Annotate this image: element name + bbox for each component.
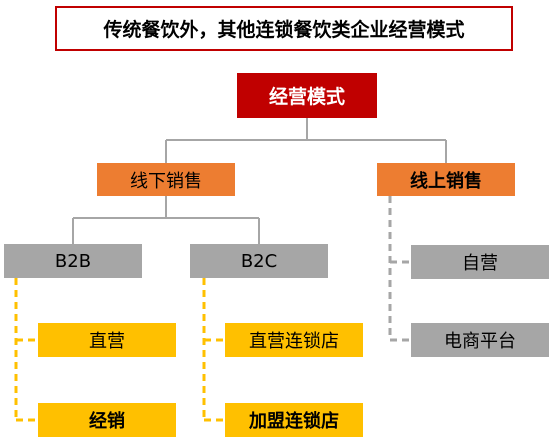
- node-b2b-distribution: 经销: [38, 403, 176, 437]
- node-b2c-direct-chain: 直营连锁店: [225, 323, 363, 357]
- node-ecommerce-platform: 电商平台: [411, 323, 549, 357]
- node-b2b-direct: 直营: [38, 323, 176, 357]
- node-b2c: B2C: [190, 244, 328, 278]
- diagram-title: 传统餐饮外，其他连锁餐饮类企业经营模式: [55, 6, 513, 51]
- node-self-operated-online: 自营: [411, 245, 549, 279]
- root-node-business-model: 经营模式: [237, 73, 377, 118]
- node-b2b: B2B: [4, 244, 142, 278]
- node-offline-sales: 线下销售: [97, 163, 235, 196]
- node-b2c-franchise-chain: 加盟连锁店: [225, 403, 363, 437]
- node-online-sales: 线上销售: [377, 163, 515, 196]
